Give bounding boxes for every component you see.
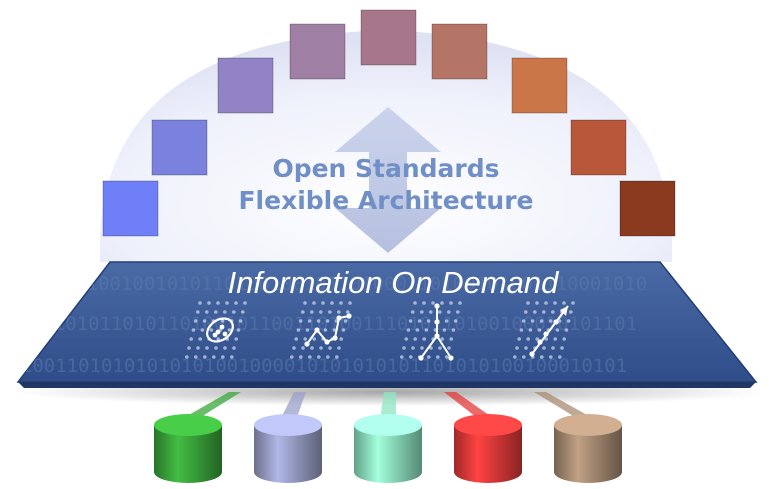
arch-square	[619, 180, 676, 237]
arch-square	[431, 23, 488, 80]
connector-lines	[180, 392, 596, 420]
connector-line	[534, 392, 596, 420]
arch-square	[570, 119, 627, 176]
connector-line	[280, 392, 306, 420]
platform-title: Information On Demand	[228, 265, 561, 300]
binary-row: 0101101011010110100101100110100111010110…	[8, 313, 637, 335]
arch-color-squares	[102, 9, 676, 237]
scatter-ellipse-icon	[185, 301, 247, 359]
connector-line	[180, 392, 241, 420]
arch-square	[217, 57, 274, 114]
trend-line-icon	[513, 301, 575, 359]
arch-square	[102, 180, 159, 237]
arch-square	[360, 9, 417, 66]
database-cylinder-tan	[554, 414, 622, 483]
arch-square	[289, 23, 346, 80]
binary-row: 1010011010101010101001000010101010101101…	[0, 355, 627, 377]
platform-icons	[185, 301, 575, 361]
line-path-icon	[290, 301, 352, 359]
connector-line	[444, 392, 496, 420]
binary-row: 0100001001001010110100100101101000110100…	[18, 273, 647, 295]
arch-text-line2: Flexible Architecture	[238, 186, 533, 215]
tree-icon	[400, 301, 462, 361]
arch-square	[151, 119, 208, 176]
database-cylinder-green	[154, 414, 222, 483]
database-cylinder-red	[454, 414, 522, 483]
arch-square	[511, 57, 568, 114]
database-cylinder-slate	[254, 414, 322, 483]
arch-text-line1: Open Standards	[272, 154, 499, 183]
database-cylinders	[154, 414, 622, 483]
double-arrow-icon	[335, 107, 441, 253]
database-cylinder-mint	[354, 414, 422, 483]
connector-line	[380, 392, 396, 420]
information-platform: 0100001001001010110100100101101000110100…	[0, 261, 758, 388]
